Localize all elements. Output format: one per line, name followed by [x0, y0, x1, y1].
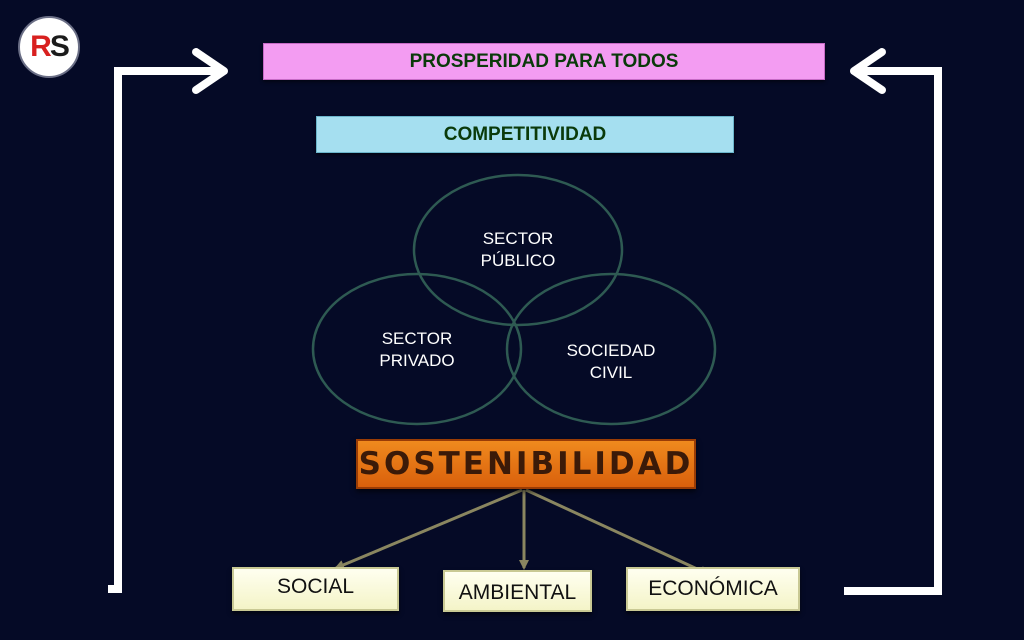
circle-sociedad-civil — [505, 272, 717, 426]
sector-privado-line1: SECTOR — [381, 329, 453, 348]
sociedad-civil-line2: CIVIL — [589, 363, 633, 382]
left-feedback-line — [108, 67, 222, 593]
sector-publico-line1: SECTOR — [482, 229, 554, 248]
circle-sector-publico — [412, 173, 624, 327]
logo-letter-s: S — [49, 30, 70, 63]
sociedad-civil-label: SOCIEDAD CIVIL — [541, 340, 681, 384]
right-arrowhead — [850, 48, 886, 94]
connector-economica — [525, 488, 710, 576]
sector-publico-label: SECTOR PÚBLICO — [448, 228, 588, 272]
sector-privado-line2: PRIVADO — [379, 351, 455, 370]
logo-letter-r: R — [30, 30, 52, 63]
sostenibilidad-banner: SOSTENIBILIDAD — [356, 439, 696, 489]
ambiental-box: AMBIENTAL — [443, 570, 592, 612]
economica-box: ECONÓMICA — [626, 567, 800, 611]
left-arrowhead — [192, 48, 228, 94]
social-box: SOCIAL — [232, 567, 399, 611]
competitividad-banner: COMPETITIVIDAD — [316, 116, 734, 153]
prosperidad-banner: PROSPERIDAD PARA TODOS — [263, 43, 825, 80]
sector-privado-label: SECTOR PRIVADO — [347, 328, 487, 372]
sociedad-civil-line1: SOCIEDAD — [566, 341, 656, 360]
rs-logo: R S — [18, 16, 80, 78]
right-feedback-line — [844, 67, 942, 595]
sector-publico-line2: PÚBLICO — [480, 251, 556, 270]
connector-social — [334, 488, 523, 570]
circle-sector-privado — [311, 272, 523, 426]
